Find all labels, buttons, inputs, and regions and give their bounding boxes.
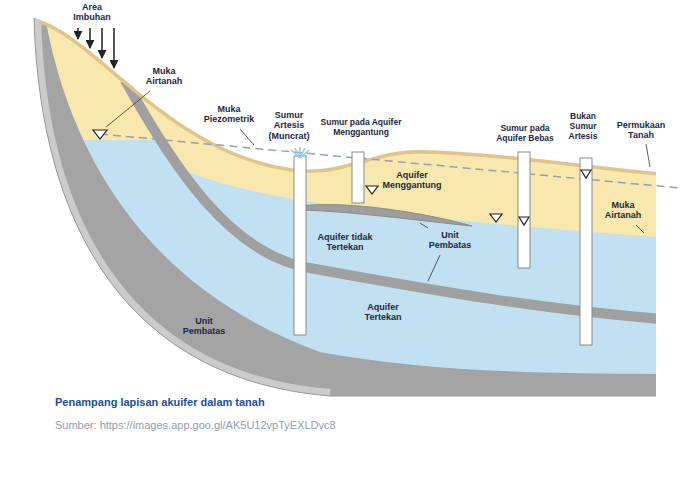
label-anchor: Aquifer Tertekan [354, 302, 412, 323]
recharge-arrow [101, 28, 103, 58]
well-label: Bukan Sumur Artesis [560, 112, 606, 141]
source-note: Sumber: https://images.app.goo.gl/AK5U12… [55, 419, 535, 432]
label-anchor: Sumur Artesis (Muncrat) [264, 110, 314, 141]
perched-lens [300, 205, 472, 226]
leader-line [646, 144, 650, 167]
region-label: Area Imbuhan [66, 2, 118, 23]
leader-line [240, 129, 254, 145]
label-anchor: Muka Piezometrik [196, 104, 262, 125]
leader-line [106, 91, 150, 127]
water-level-symbol [519, 217, 529, 225]
water-level-symbol [366, 186, 378, 194]
water-level-symbol [581, 170, 591, 178]
layer-label: Aquifer Tertekan [354, 302, 412, 323]
water-level-symbols [93, 130, 591, 225]
caption-anchor: Penampang lapisan akuifer dalam tanah [55, 396, 535, 409]
well-label: Sumur pada Aquifer Menggantung [316, 118, 406, 138]
water-level-symbol [93, 130, 107, 139]
label-anchor: Permukaan Tanah [610, 120, 672, 141]
layer-label: Aquifer Menggantung [380, 170, 444, 191]
artesian-well [294, 156, 306, 335]
non-artesian-well [580, 158, 592, 345]
figure-caption: Penampang lapisan akuifer dalam tanah [55, 396, 535, 409]
leader-lines [106, 91, 650, 281]
layer-label: Aquifer tidak Tertekan [308, 232, 382, 253]
label-anchor: Area Imbuhan [66, 2, 118, 23]
label-anchor: Aquifer tidak Tertekan [308, 232, 382, 253]
layer-label: Unit Pembatas [424, 230, 476, 251]
label-anchor: Muka Airtanah [598, 200, 648, 221]
leader-line [428, 255, 440, 281]
bedrock-rim [34, 18, 330, 396]
label-anchor: Unit Pembatas [178, 316, 230, 337]
wells [294, 152, 592, 345]
level-label: Muka Piezometrik [196, 104, 262, 125]
spray-line [295, 148, 300, 158]
leader-line [420, 223, 428, 228]
recharge-soil [0, 0, 161, 140]
recharge-arrow [77, 28, 79, 39]
confining-layer [125, 80, 687, 322]
label-anchor: Unit Pembatas [424, 230, 476, 251]
water-level-symbol [490, 214, 502, 222]
layer-label: Unit Pembatas [178, 316, 230, 337]
confined-aquifer [0, 80, 687, 491]
surface-label: Permukaan Tanah [610, 120, 672, 141]
perched-well [352, 152, 364, 203]
topsoil [40, 20, 656, 172]
unconfined-well [518, 152, 530, 268]
leader-line [636, 225, 644, 233]
recharge-arrow [113, 28, 115, 68]
spray-line [300, 150, 309, 158]
recharge-arrow [89, 28, 91, 48]
level-label: Muka Airtanah [598, 200, 648, 221]
label-anchor: Sumber: https://images.app.goo.gl/AK5U12… [55, 419, 535, 432]
label-anchor: Sumur pada Aquifer Bebas [490, 124, 560, 144]
well-label: Sumur pada Aquifer Bebas [490, 124, 560, 144]
level-label: Muka Airtanah [140, 66, 188, 87]
label-anchor: Muka Airtanah [140, 66, 188, 87]
fountain-spray [291, 147, 309, 158]
piezometric-line [100, 134, 680, 188]
recharge-arrows [78, 28, 114, 68]
well-label: Sumur Artesis (Muncrat) [264, 110, 314, 141]
label-anchor: Aquifer Menggantung [380, 170, 444, 191]
label-anchor: Bukan Sumur Artesis [560, 112, 606, 141]
label-anchor: Sumur pada Aquifer Menggantung [316, 118, 406, 138]
basin-outline [34, 18, 656, 396]
